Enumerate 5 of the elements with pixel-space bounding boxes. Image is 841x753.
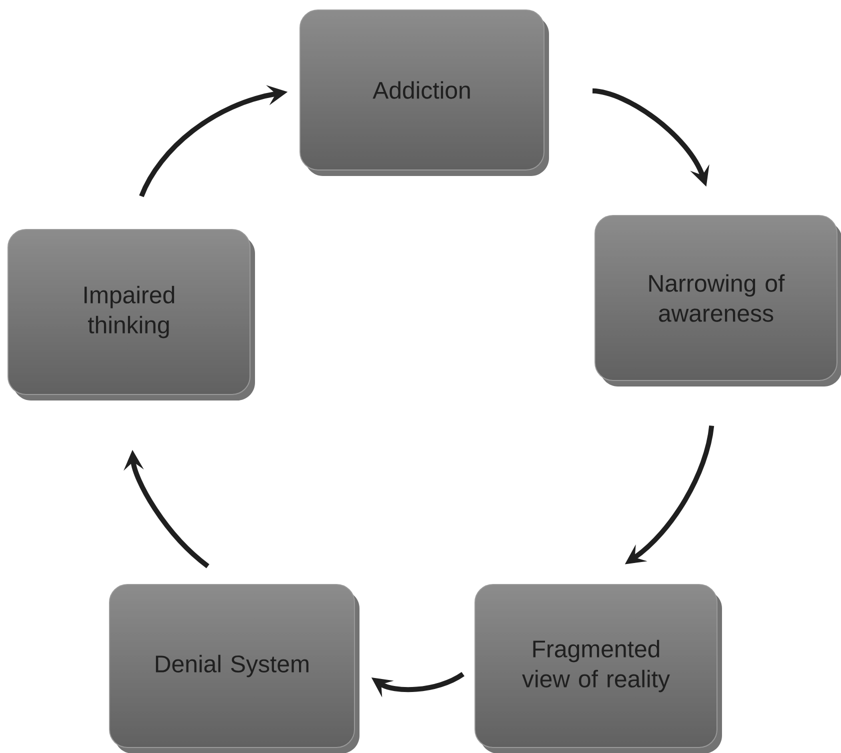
process-box: Denial System: [109, 584, 360, 753]
process-box: Impaired thinking: [8, 229, 255, 400]
process-box: Addiction: [300, 10, 549, 176]
process-box: Fragmented view of reality: [474, 584, 722, 753]
process-box: Narrowing of awareness: [594, 215, 841, 386]
